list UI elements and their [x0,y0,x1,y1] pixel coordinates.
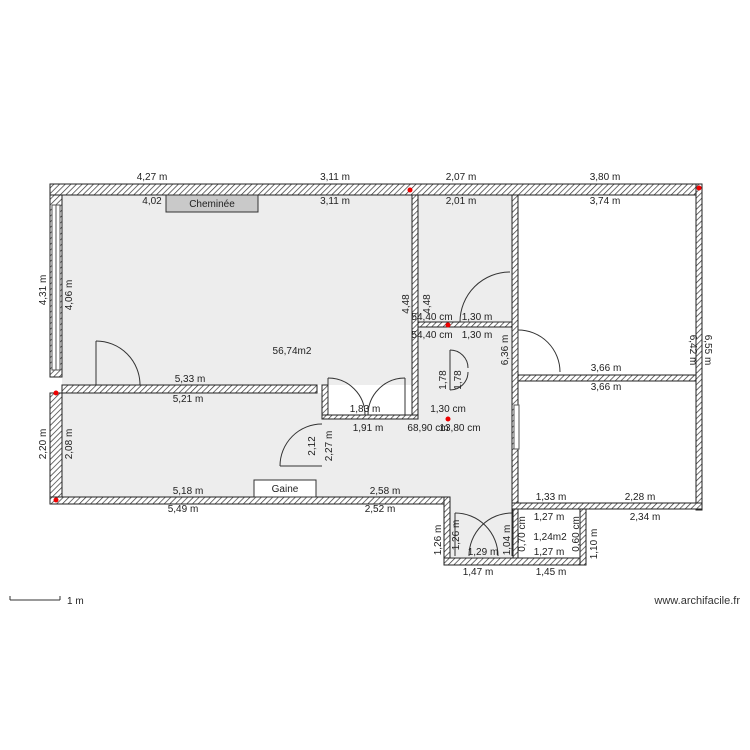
right-dimensions: 6,42 m 6,55 m [687,335,713,366]
markers [53,185,702,503]
dimension-label: 4,27 m [137,172,168,183]
dimension-label: 2,12 [307,436,318,456]
dimension-label: 2,28 m [625,492,656,503]
dimension-label: 1,29 m [468,547,499,558]
wc-dimensions: 1,27 m 1,27 m 1,04 m 1,26 m 1,26 m 1,29 … [433,512,600,578]
dimension-label: 4,02 [142,196,162,207]
dimension-label: 1,27 m [534,512,565,523]
dimension-label: 1,30 m [462,330,493,341]
floor-fill [62,195,513,557]
dimension-label: 3,66 m [591,382,622,393]
dimension-label: 5,18 m [173,486,204,497]
dimension-label: 1,78 [438,370,449,390]
dimension-label: 1,33 m [536,492,567,503]
dimension-label: 0,70 cm [517,516,528,552]
scale-label: 1 m [67,596,84,607]
dimension-label: 6,55 m [702,335,713,366]
dimension-label: 1,83 m [350,404,381,415]
dimension-label: 1,27 m [534,547,565,558]
dimension-label: 1,30 m [462,312,493,323]
dimension-label: 4,48 [401,294,412,314]
mid-dimensions: 5,33 m 5,21 m 3,66 m 3,66 m [173,363,622,405]
dimension-label: 13,80 cm [439,423,480,434]
top-dimensions: 4,27 m 3,11 m 2,07 m 3,80 m 4,02 3,11 m … [137,172,621,207]
dimension-label: 2,27 m [324,431,335,462]
dimension-label: 1,91 m [353,423,384,434]
dimension-label: 0,60 cm [571,516,582,552]
dimension-label: 1,45 m [536,567,567,578]
dimension-label: 5,49 m [168,504,199,515]
gaine-box [253,479,317,498]
dimension-label: 3,80 m [590,172,621,183]
dimension-label: 5,33 m [175,374,206,385]
cheminee-box [165,194,259,213]
dimension-label: 5,21 m [173,394,204,405]
dimension-label: 1,47 m [463,567,494,578]
dimension-label: 3,74 m [590,196,621,207]
hall-dimensions: 54,40 cm 1,30 m 54,40 cm 1,30 m 4,48 4,4… [401,294,511,390]
area-wc-label: 1,24m2 [533,532,567,543]
dimension-label: 1,30 cm [430,404,466,415]
left-window [51,204,61,371]
dimension-label: 6,42 m [687,335,698,366]
doors [95,271,561,557]
dimension-label: 3,11 m [320,172,350,183]
dimension-label: 1,26 m [451,520,462,551]
dimension-label: 2,20 m [38,429,49,460]
dimension-label: 54,40 cm [411,330,452,341]
dimension-label: 2,01 m [446,196,477,207]
vertical-mid-dimensions: 2,12 2,27 m [307,431,335,462]
dimension-label: 3,11 m [320,196,350,207]
dimension-label: 2,52 m [365,504,396,515]
scale-bar: 1 m [9,596,84,607]
door-row-dimensions: 1,83 m 1,91 m 1,30 cm 68,90 cm 13,80 cm [350,404,481,434]
dimension-label: 4,48 [422,294,433,314]
bottom-dimensions: 5,18 m 5,49 m 2,58 m 2,52 m 1,33 m 2,28 … [168,486,661,523]
dimension-label: 4,06 m [64,280,75,311]
dimension-label: 1,10 m [589,529,600,560]
hall-window [513,404,520,450]
cheminee-label: Cheminée [189,199,235,210]
gaine-label: Gaine [272,484,299,495]
dimension-label: 68,90 cm [407,423,448,434]
dimension-label: 1,26 m [433,525,444,556]
dimension-label: 1,04 m [502,525,513,556]
dimension-label: 2,58 m [370,486,401,497]
dimension-label: 3,66 m [591,363,622,374]
fixtures: Cheminée Gaine [165,194,317,498]
dimension-label: 2,07 m [446,172,477,183]
dimension-label: 54,40 cm [411,312,452,323]
dimension-label: 6,36 m [500,335,511,366]
dimension-label: 2,34 m [630,512,661,523]
dimension-label: 2,08 m [64,429,75,460]
dimension-label: 1,78 [453,370,464,390]
left-dimensions: 4,31 m 4,06 m 2,20 m 2,08 m [38,275,75,460]
brand-watermark: www.archifacile.fr [653,595,740,607]
area-main-label: 56,74m2 [273,346,312,357]
dimension-label: 4,31 m [38,275,49,306]
